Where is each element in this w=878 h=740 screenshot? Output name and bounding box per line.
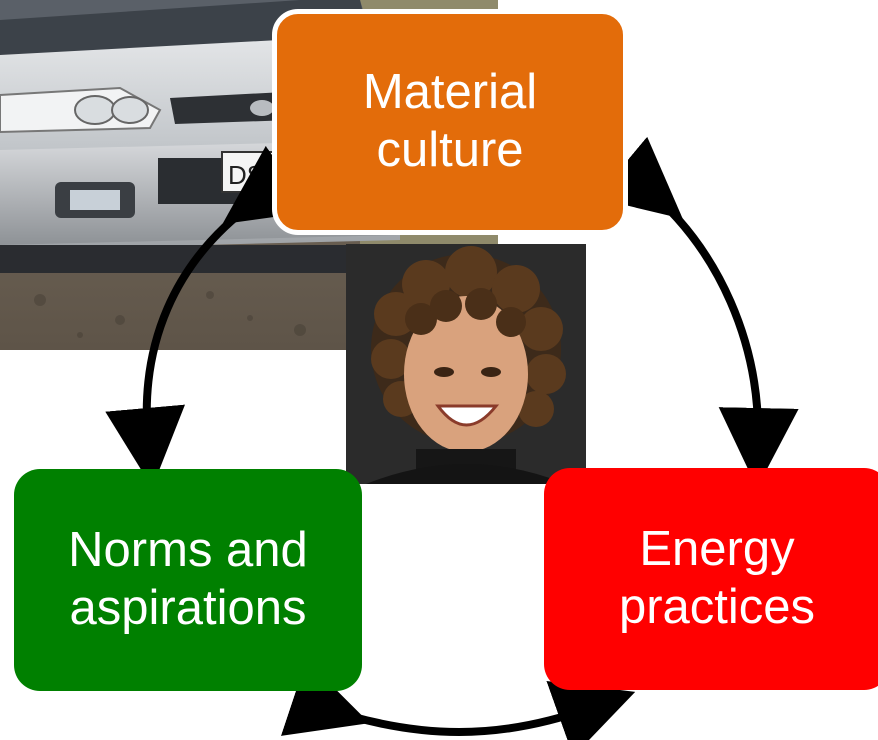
- node-energy-practices: Energy practices: [544, 468, 878, 690]
- node-norms-aspirations: Norms and aspirations: [14, 469, 362, 691]
- node-material-culture-label: Material culture: [362, 65, 538, 177]
- person-photo: [346, 244, 586, 484]
- node-energy-practices-label: Energy practices: [618, 522, 816, 634]
- arrow-norms-energy: [280, 659, 636, 740]
- arrow-material-norms: [105, 145, 312, 488]
- arrow-material-energy: [595, 136, 799, 488]
- node-norms-aspirations-label: Norms and aspirations: [68, 523, 308, 635]
- node-material-culture: Material culture: [272, 9, 628, 235]
